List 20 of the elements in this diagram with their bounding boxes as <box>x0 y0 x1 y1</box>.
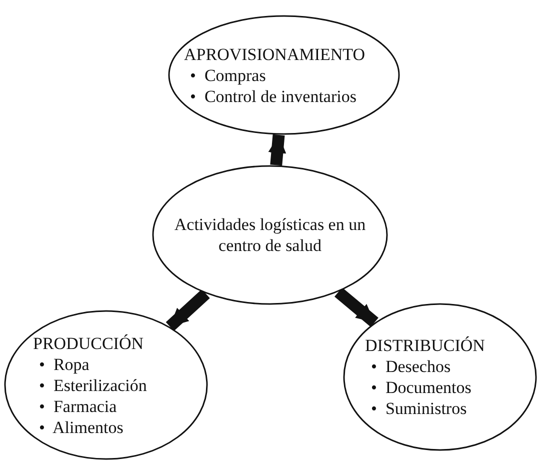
list-item: • Esterilización <box>38 374 148 396</box>
arrow <box>334 287 378 327</box>
list-item: • Ropa <box>38 354 90 374</box>
heading: DISTRIBUCIÓN <box>365 335 486 356</box>
ellipse-node <box>152 165 388 305</box>
ellipse-node <box>343 303 537 451</box>
list-item: • Suministros <box>370 398 468 419</box>
arrow <box>166 289 210 331</box>
list-item: • Farmacia <box>38 396 118 416</box>
heading: APROVISIONAMIENTO <box>184 44 366 64</box>
node-text: Actividades logísticas en un centro de salud <box>173 214 367 256</box>
ellipse-node <box>4 310 208 460</box>
list-item: • Alimentos <box>38 416 124 438</box>
list-item: • Control de inventarios <box>189 86 358 106</box>
list-item: • Compras <box>189 64 267 86</box>
ellipse-node <box>168 15 400 135</box>
list-item: • Desechos <box>370 356 452 377</box>
list-item: • Documentos <box>370 377 472 398</box>
arrow <box>268 134 286 166</box>
heading: PRODUCCIÓN <box>33 332 145 354</box>
